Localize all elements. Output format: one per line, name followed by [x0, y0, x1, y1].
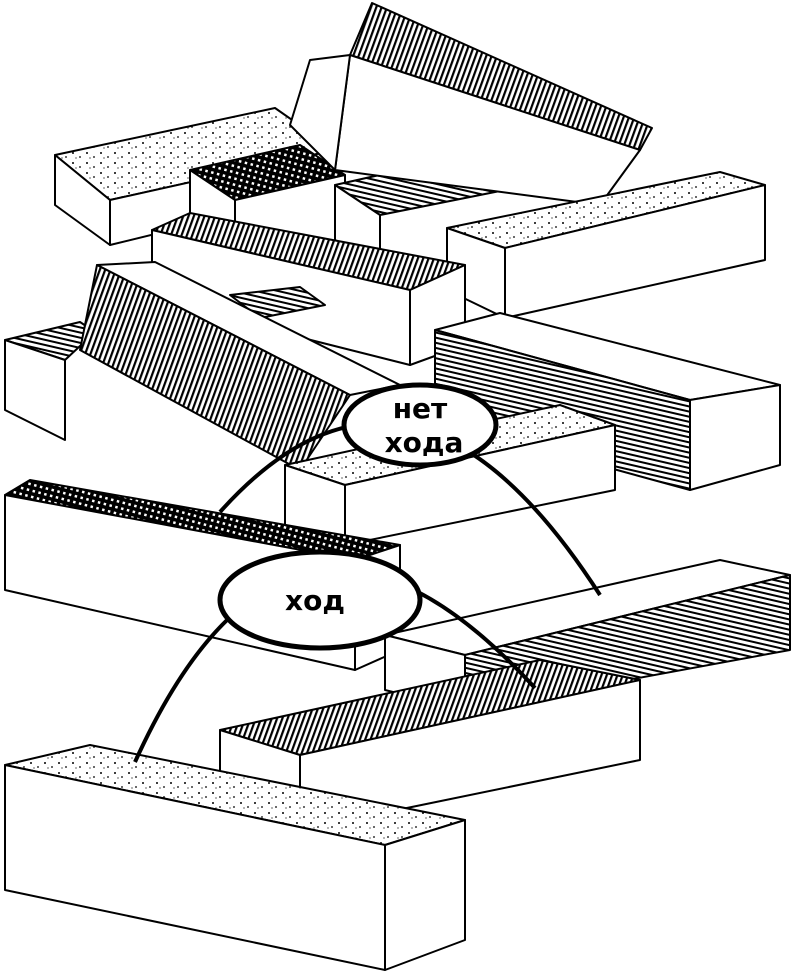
- label-no-move: нет хода: [341, 382, 499, 468]
- label-move-text: ход: [285, 584, 345, 617]
- block-tilted-top: [289, 2, 653, 206]
- label-move: ход: [217, 549, 423, 651]
- label-no-move-line1: нет: [393, 392, 448, 425]
- block-bottom-dotted: [4, 744, 466, 971]
- label-no-move-line2: хода: [385, 426, 464, 459]
- block-lower-striped: [219, 659, 641, 831]
- block-diagonal-striped: [79, 261, 401, 471]
- block-right-dotted: [446, 171, 766, 319]
- block-left-small: [4, 321, 96, 441]
